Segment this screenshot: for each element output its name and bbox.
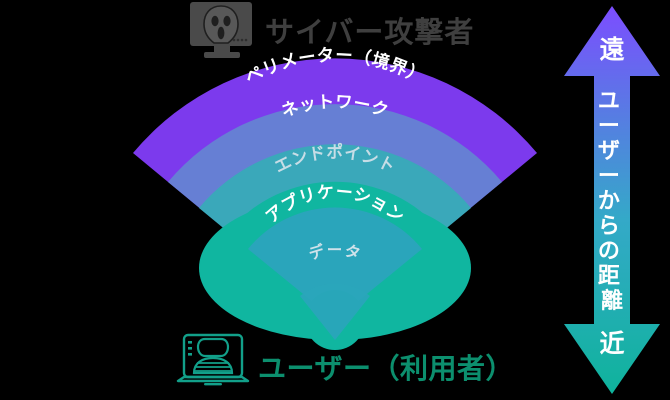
arrow-axis-label: ユ ー ザ ー か ら の 距 離: [598, 88, 626, 313]
arrow-top-label: 遠: [599, 36, 624, 64]
distance-from-user-arrow: 遠 近 ユ ー ザ ー か ら の 距 離: [564, 6, 660, 394]
hacker-monitor-icon: [190, 2, 252, 58]
user-title: ユーザー（利用者）: [258, 352, 514, 384]
layer-data: [248, 207, 422, 320]
user-laptop-icon: [176, 333, 250, 386]
security-layer-fan: ペリメーター（境界） ネットワーク エンドポイント アプリケーション データ: [133, 45, 537, 350]
arrow-bottom-label: 近: [599, 330, 624, 358]
layer-label-data: データ: [306, 241, 363, 264]
attacker-title: サイバー攻撃者: [265, 16, 474, 49]
